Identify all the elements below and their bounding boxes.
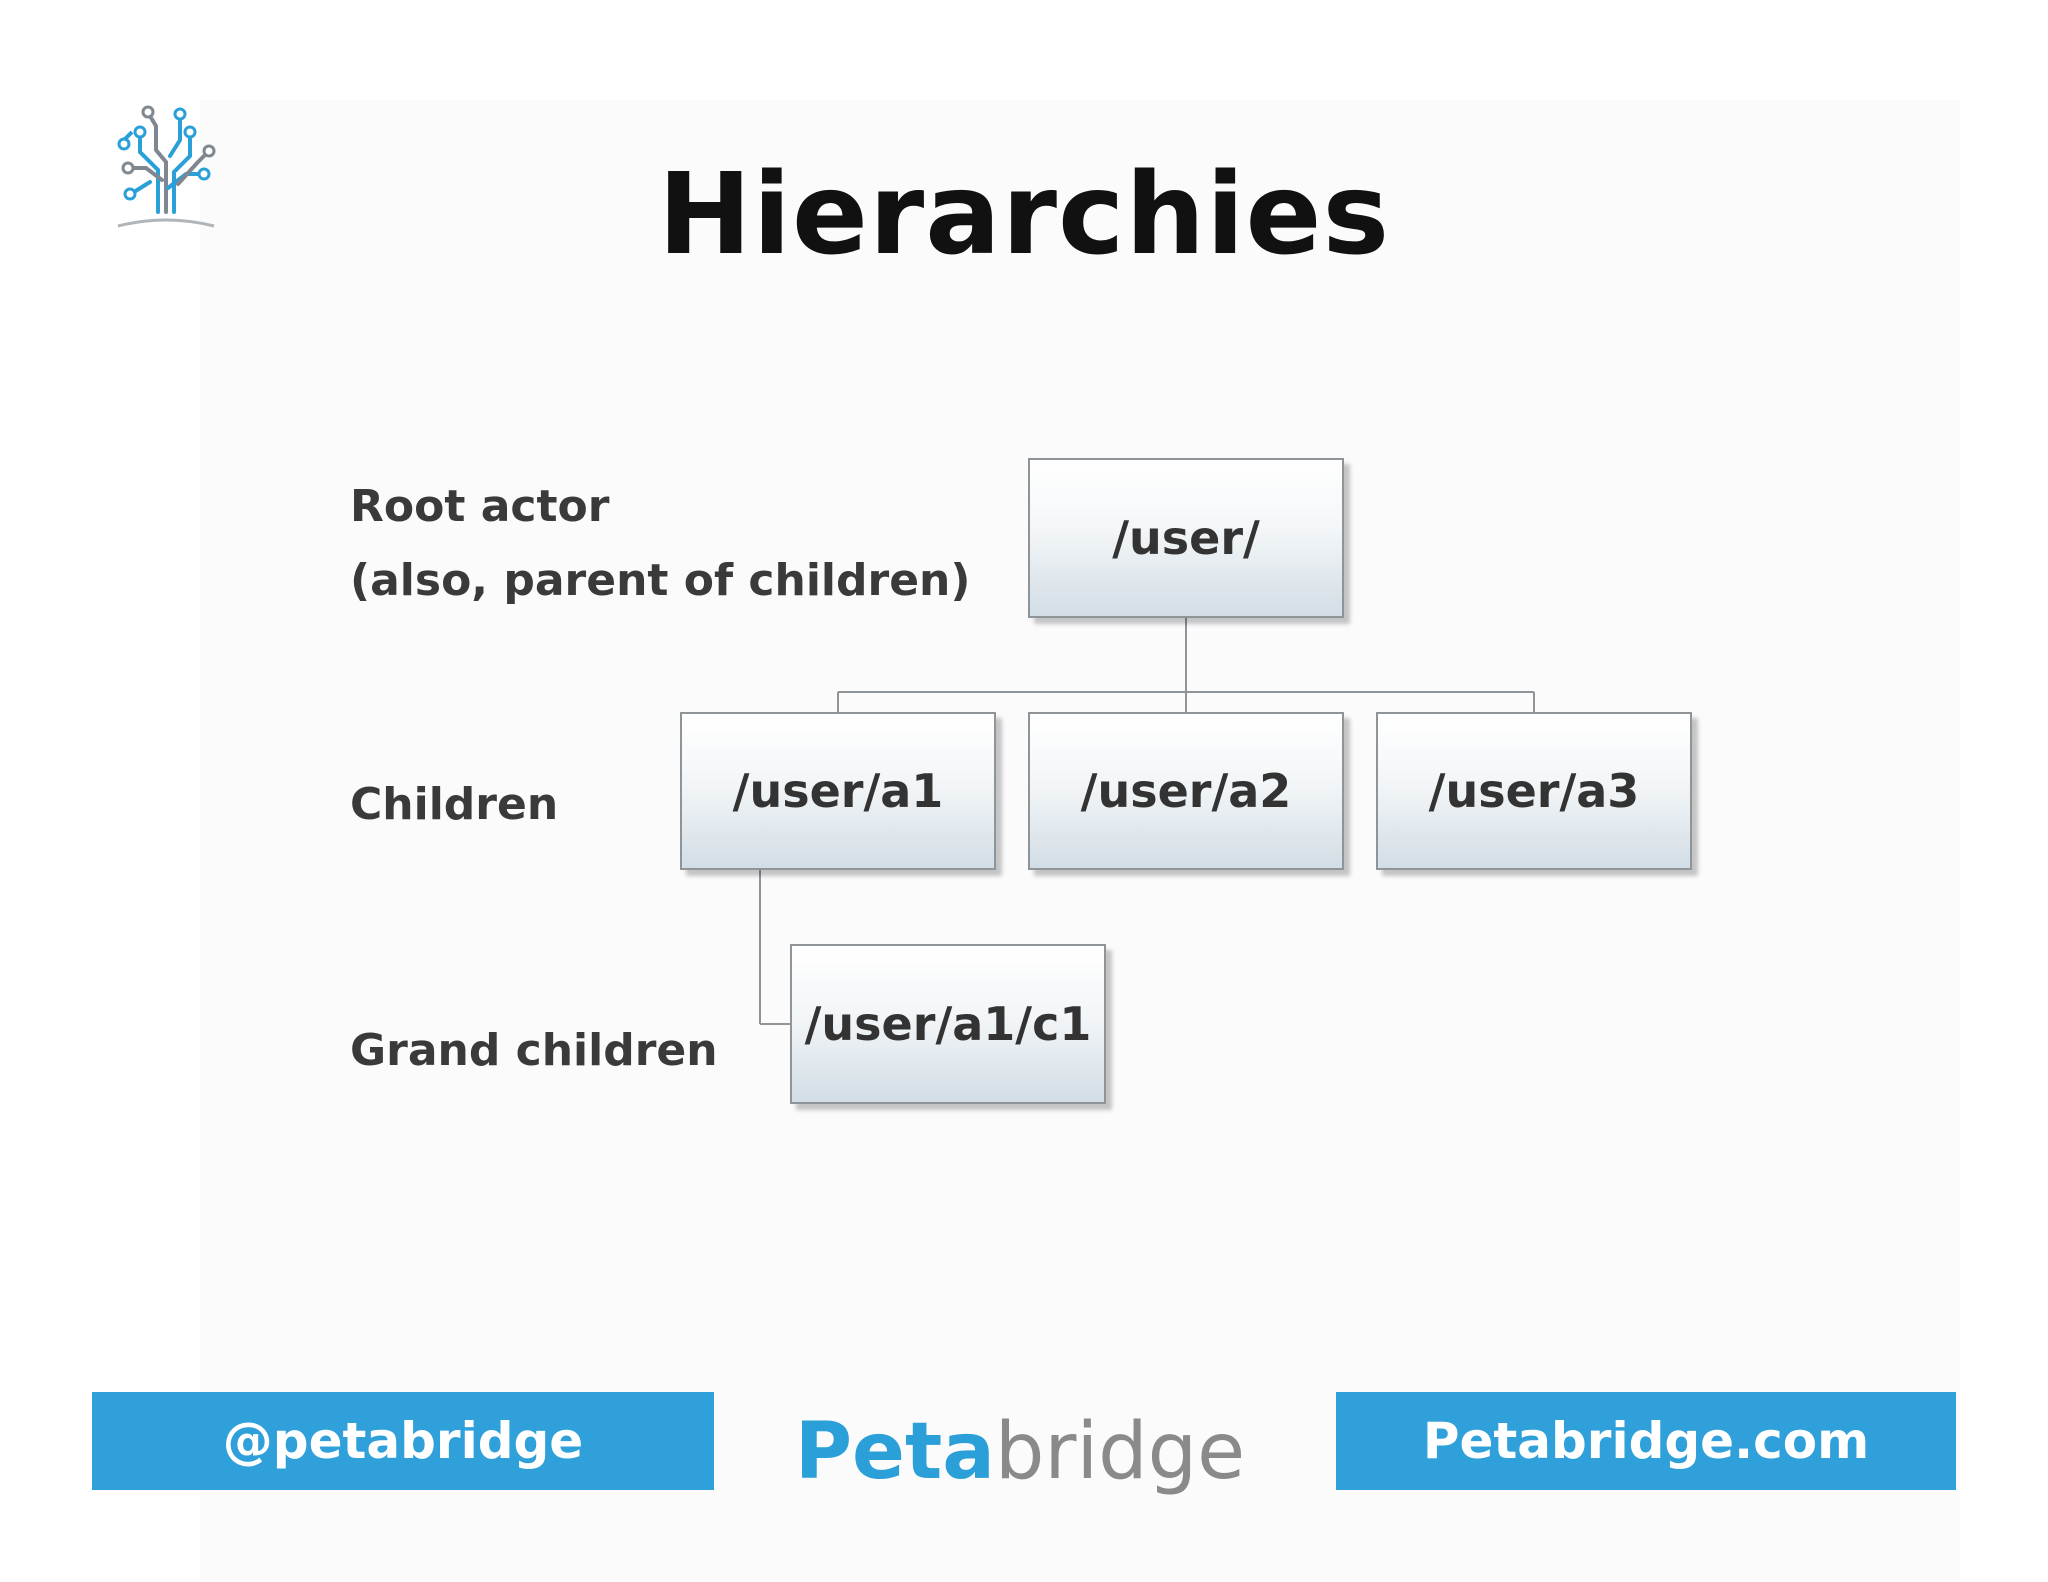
wordmark-bridge: bridge [994, 1407, 1246, 1497]
circuit-tree-logo-icon [117, 105, 216, 228]
root-actor-sublabel: (also, parent of children) [350, 555, 971, 606]
root-actor-label: Root actor [350, 481, 610, 532]
website-banner[interactable]: Petabridge.com [1336, 1392, 1956, 1490]
node-a3: /user/a3 [1376, 712, 1692, 870]
node-a1: /user/a1 [680, 712, 996, 870]
children-label: Children [350, 779, 559, 830]
node-c1: /user/a1/c1 [790, 944, 1106, 1104]
twitter-handle-banner[interactable]: @petabridge [92, 1392, 714, 1490]
wordmark-peta: Peta [794, 1407, 995, 1497]
slide-title: Hierarchies [657, 150, 1391, 280]
node-root: /user/ [1028, 458, 1344, 618]
grandchildren-label: Grand children [350, 1025, 718, 1076]
node-a2: /user/a2 [1028, 712, 1344, 870]
